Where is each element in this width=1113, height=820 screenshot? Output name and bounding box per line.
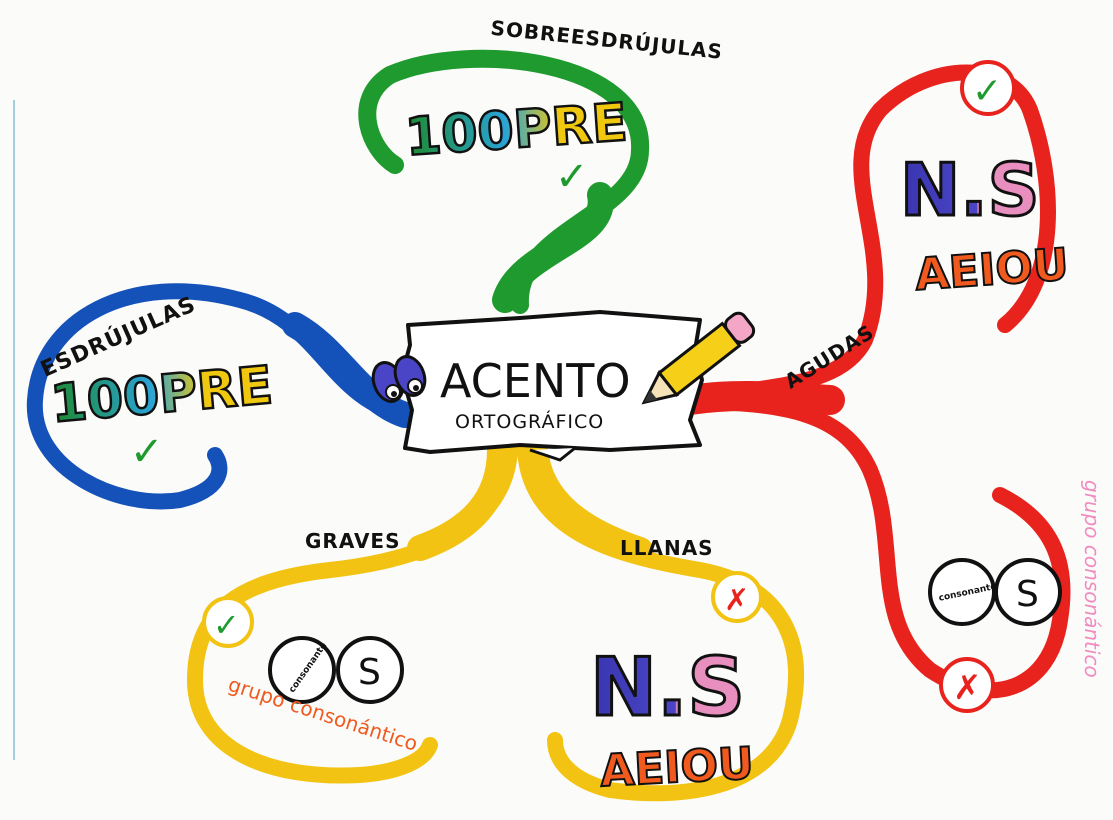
sobreesdrujulas-branch: SOBREESDRÚJULAS 100PRE ✓ — [358, 16, 724, 314]
agudas-s-circle — [994, 558, 1062, 626]
esdrujulas-branch: ESDRÚJULAS 100PRE ✓ — [26, 283, 418, 510]
center-node: ACENTO ORTOGRÁFICO — [371, 310, 756, 462]
googly-eyes-icon — [371, 355, 427, 403]
graves-s-text: S — [358, 652, 381, 693]
esdrujulas-badge: 100PRE — [48, 356, 275, 435]
graves-label: GRAVES — [305, 529, 400, 553]
agudas-s-text: S — [1016, 574, 1039, 615]
agudas-group-note: grupo consonántico — [1080, 480, 1104, 678]
llanas-vowels-badge: AEIOU — [599, 738, 755, 797]
graves-check-icon: ✓ — [213, 606, 240, 644]
center-title: ACENTO — [440, 354, 631, 408]
agudas-lower-cross-circle — [939, 657, 995, 713]
agudas-upper-check-icon: ✓ — [972, 71, 1002, 112]
esdrujulas-check-icon: ✓ — [130, 429, 164, 475]
pencil-icon — [641, 311, 756, 405]
llanas-label: LLANAS — [620, 536, 714, 560]
sobreesdrujulas-badge: 100PRE — [403, 93, 629, 168]
graves-s-circle — [336, 636, 404, 704]
graves-consonant-circle — [268, 636, 336, 704]
sobreesdrujulas-check-icon: ✓ — [555, 154, 589, 200]
graves-check-circle — [202, 596, 254, 648]
llanas-cross-circle — [711, 571, 763, 623]
llanas-ns-badge: N.S — [590, 641, 745, 734]
agudas-upper-vowels-badge: AEIOU — [913, 239, 1070, 301]
center-subtitle: ORTOGRÁFICO — [455, 410, 604, 433]
llanas-cross-icon: ✗ — [724, 583, 749, 618]
graves-llanas-branch: GRAVES LLANAS ✓ consonante S grupo conso… — [186, 437, 804, 802]
agudas-lower-cross-icon: ✗ — [953, 668, 982, 708]
agudas-upper-ns-badge: N.S — [900, 148, 1039, 232]
agudas-upper-check-circle — [960, 60, 1016, 116]
